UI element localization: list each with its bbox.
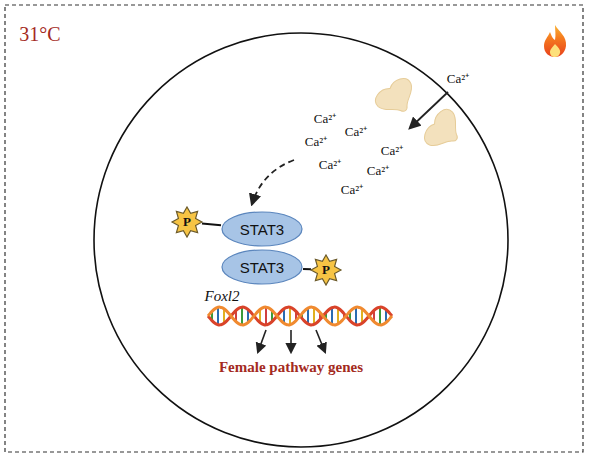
calcium-ion: Ca²⁺ — [314, 109, 336, 127]
cell-membrane — [94, 33, 508, 447]
base-pair — [313, 308, 315, 325]
calcium-ion: Ca²⁺ — [367, 161, 389, 179]
base-pair — [265, 307, 267, 325]
channel-protein — [372, 75, 422, 123]
base-pair — [307, 308, 309, 324]
base-pair — [337, 308, 339, 324]
expression-arrow — [258, 330, 266, 352]
protein-label: STAT3 — [240, 221, 284, 238]
calcium-ion: Ca²⁺ — [305, 132, 327, 150]
ellipse-outline — [222, 250, 302, 284]
base-pair — [217, 307, 219, 325]
channel-protein — [421, 106, 469, 156]
expression-arrow — [290, 330, 292, 352]
calcium-channel — [421, 106, 469, 156]
stat3-protein: STAT3 — [221, 211, 303, 247]
stat3-protein: STAT3 — [221, 249, 303, 285]
star-outline — [311, 255, 341, 285]
calcium-ion: Ca²⁺ — [341, 180, 363, 198]
calcium-ion: Ca²⁺ — [345, 122, 367, 140]
protein-label: STAT3 — [240, 259, 284, 276]
dna-helix — [208, 307, 392, 325]
flame-inner — [550, 44, 560, 57]
base-pair — [241, 307, 243, 325]
expression-arrow — [316, 330, 325, 352]
base-pair — [289, 307, 291, 325]
dna-strand — [208, 307, 392, 325]
temperature-label: 31°C — [19, 23, 60, 46]
flame-outer — [544, 25, 566, 57]
dna-strand — [208, 307, 392, 325]
signal-arrow — [252, 160, 294, 204]
phosphate-marker: P — [311, 255, 341, 285]
phosphate-bond — [202, 223, 221, 225]
calcium-ion: Ca²⁺ — [319, 155, 341, 173]
phosphate-label: P — [183, 214, 191, 230]
influx-arrow — [410, 92, 448, 128]
base-pair — [379, 307, 381, 325]
gene-name: Foxl2 — [205, 288, 240, 305]
fire-icon — [544, 25, 566, 57]
outcome-label: Female pathway genes — [219, 359, 363, 376]
base-pair — [355, 307, 357, 325]
phosphate-label: P — [322, 262, 330, 278]
ellipse-outline — [222, 212, 302, 246]
phosphate-marker: P — [172, 207, 202, 237]
frame-border — [5, 5, 583, 452]
star-outline — [172, 207, 202, 237]
calcium-channel — [372, 75, 422, 123]
calcium-ion: Ca²⁺ — [381, 141, 403, 159]
calcium-ion: Ca²⁺ — [447, 69, 469, 87]
phosphate-bond — [303, 268, 311, 270]
base-pair — [331, 308, 333, 325]
